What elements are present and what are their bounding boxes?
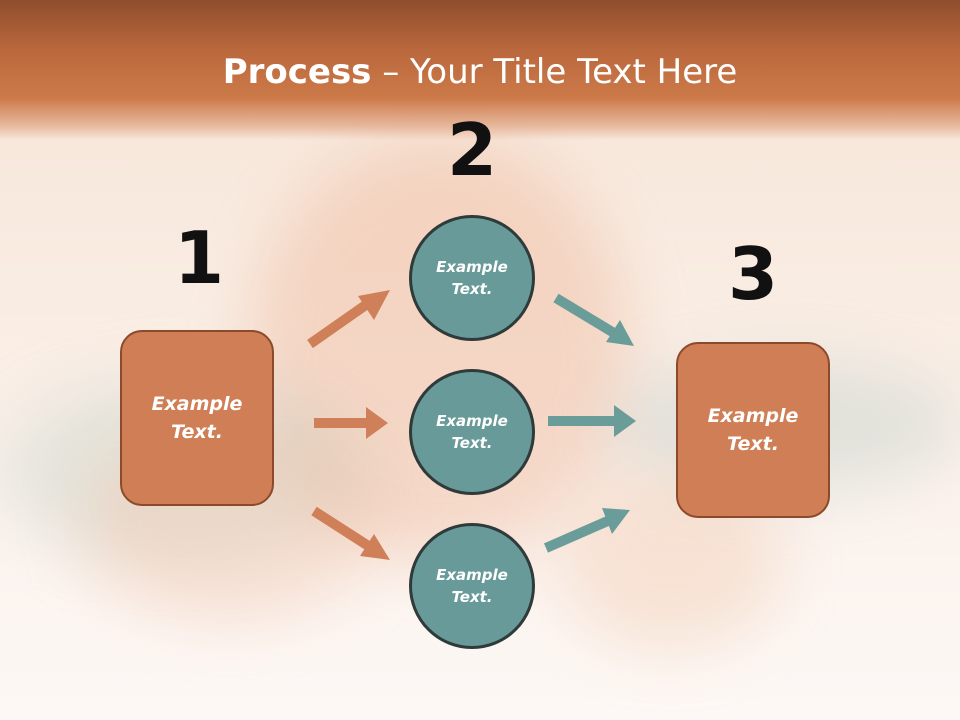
step-number-2: 2	[446, 108, 498, 192]
arrow-right-icon	[358, 290, 390, 320]
arrow-right-icon	[606, 320, 634, 346]
left-process-box[interactable]: Example Text.	[120, 330, 274, 506]
header-band	[0, 0, 960, 140]
arrow-right-icon	[543, 515, 613, 553]
arrow-right-icon	[307, 297, 373, 349]
arrow-right-icon	[553, 293, 617, 338]
process-circle-3[interactable]: Example Text.	[409, 523, 535, 649]
arrow-right-icon	[602, 508, 630, 534]
arrow-right-icon	[366, 407, 388, 439]
step-number-1: 1	[173, 216, 225, 300]
title-bold: Process	[222, 52, 372, 92]
arrow-right-icon	[614, 405, 636, 437]
right-process-box[interactable]: Example Text.	[676, 342, 830, 518]
slide-title[interactable]: Process – Your Title Text Here	[0, 52, 960, 92]
title-rest: – Your Title Text Here	[371, 52, 738, 92]
arrow-right-icon	[311, 506, 373, 552]
arrow-right-icon	[360, 534, 390, 560]
step-number-3: 3	[727, 232, 779, 316]
process-circle-1[interactable]: Example Text.	[409, 215, 535, 341]
background-photo-blur	[250, 140, 630, 560]
process-circle-2[interactable]: Example Text.	[409, 369, 535, 495]
